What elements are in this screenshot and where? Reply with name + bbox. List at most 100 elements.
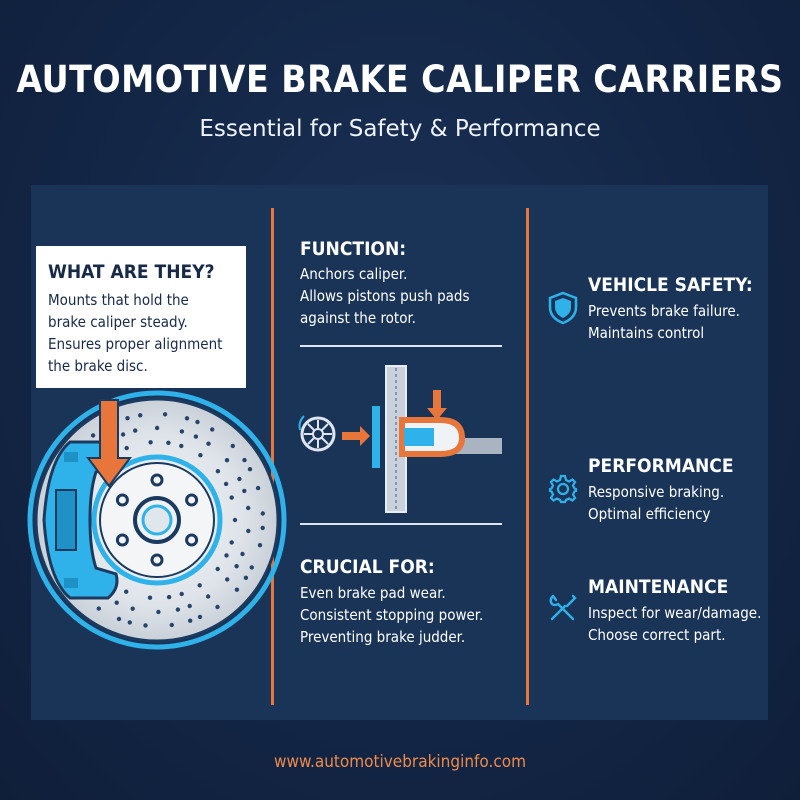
what-are-they-card: WHAT ARE THEY? Mounts that hold the brak… xyxy=(36,246,246,388)
section-divider-bottom xyxy=(300,523,502,525)
disc-drill-hole xyxy=(138,413,143,418)
what-are-they-line: Ensures proper alignment xyxy=(48,335,223,353)
what-are-they-line: brake caliper steady. xyxy=(48,313,188,331)
disc-drill-hole xyxy=(175,607,181,612)
disc-drill-hole xyxy=(179,443,184,449)
vehicle-safety-title: VEHICLE SAFETY: xyxy=(588,274,753,296)
performance-line: Optimal efficiency xyxy=(588,505,711,523)
disc-drill-hole xyxy=(197,614,203,620)
disc-lug-hole xyxy=(185,533,199,547)
disc-drill-hole xyxy=(162,412,168,417)
disc-lug-hole xyxy=(115,533,129,547)
disc-drill-hole xyxy=(230,443,235,449)
disc-drill-hole xyxy=(224,458,230,463)
disc-drill-hole xyxy=(260,511,265,516)
column-divider-left xyxy=(271,208,274,705)
disc-drill-hole xyxy=(116,616,122,622)
disc-drill-hole xyxy=(242,488,247,494)
brake-disc-illustration xyxy=(27,390,287,650)
disc-lug-hole xyxy=(185,493,199,507)
disc-drill-hole xyxy=(90,433,96,438)
function-line: against the rotor. xyxy=(300,309,416,327)
disc-drill-hole xyxy=(143,623,148,628)
disc-drill-hole xyxy=(229,540,234,545)
disc-drill-hole xyxy=(240,551,245,557)
what-are-they-line: Mounts that hold the xyxy=(48,291,189,309)
carrier-pointer-arrow xyxy=(86,399,132,488)
function-line: Allows pistons push pads xyxy=(300,287,470,305)
disc-drill-hole xyxy=(148,440,153,445)
vehicle-safety-line: Prevents brake failure. xyxy=(588,302,740,320)
performance-line: Responsive braking. xyxy=(588,483,725,501)
disc-drill-hole xyxy=(206,441,211,446)
disc-drill-hole xyxy=(187,603,192,609)
disc-drill-hole xyxy=(169,622,174,628)
crucial-for-line: Preventing brake judder. xyxy=(300,628,466,646)
function-line: Anchors caliper. xyxy=(300,265,408,283)
caliper-mechanism-diagram xyxy=(298,365,502,513)
disc-drill-hole xyxy=(234,564,239,569)
disc-drill-hole xyxy=(215,469,221,474)
section-divider-top xyxy=(300,345,502,347)
maintenance-line: Inspect for wear/damage. xyxy=(588,604,762,622)
disc-drill-hole xyxy=(224,553,229,558)
disc-drill-hole xyxy=(184,416,190,421)
disc-drill-hole xyxy=(179,429,185,434)
disc-drill-hole xyxy=(234,587,240,592)
disc-drill-hole xyxy=(198,453,203,458)
performance-title: PERFORMANCE xyxy=(588,455,734,477)
disc-drill-hole xyxy=(257,543,263,548)
disc-drill-hole xyxy=(205,594,211,599)
page-subtitle: Essential for Safety & Performance xyxy=(199,116,601,142)
crucial-for-line: Consistent stopping power. xyxy=(300,606,484,624)
wrench-screwdriver-icon xyxy=(549,594,577,621)
force-arrow-right xyxy=(342,426,370,446)
disc-drill-hole xyxy=(124,445,129,451)
gear-icon xyxy=(548,474,578,504)
disc-drill-hole xyxy=(147,595,153,600)
disc-drill-hole xyxy=(260,525,265,531)
disc-drill-hole xyxy=(210,427,215,432)
disc-drill-hole xyxy=(197,583,202,588)
vehicle-safety-line: Maintains control xyxy=(588,324,705,342)
function-title: FUNCTION: xyxy=(300,238,407,260)
maintenance-line: Choose correct part. xyxy=(588,626,726,644)
what-are-they-title: WHAT ARE THEY? xyxy=(48,261,215,283)
disc-drill-hole xyxy=(232,517,238,523)
disc-lug-hole xyxy=(115,493,129,507)
disc-outer-ring xyxy=(27,390,287,650)
disc-drill-hole xyxy=(246,505,251,511)
footer-url[interactable]: www.automotivebrakinginfo.com xyxy=(274,752,526,772)
disc-drill-hole xyxy=(237,476,242,482)
disc-lug-hole xyxy=(150,473,164,487)
disc-drill-hole xyxy=(229,495,234,500)
disc-drill-hole xyxy=(247,467,253,472)
crucial-for-title: CRUCIAL FOR: xyxy=(300,556,435,578)
disc-drill-hole xyxy=(154,425,160,431)
disc-drill-hole xyxy=(193,434,199,439)
disc-drill-hole xyxy=(127,620,132,625)
disc-drill-hole xyxy=(96,606,102,611)
disc-drill-hole xyxy=(215,566,220,572)
disc-drill-hole xyxy=(133,428,138,433)
brake-pad xyxy=(372,406,380,468)
disc-drill-hole xyxy=(215,604,220,610)
disc-drill-hole xyxy=(130,606,135,611)
disc-drill-hole xyxy=(114,600,119,605)
shield-icon xyxy=(548,291,578,325)
disc-drill-hole xyxy=(125,416,130,421)
disc-lug-hole xyxy=(150,553,164,567)
disc-drill-hole xyxy=(179,591,184,597)
crucial-for-line: Even brake pad wear. xyxy=(300,584,446,602)
disc-drill-hole xyxy=(166,440,171,445)
disc-drill-hole xyxy=(124,589,129,594)
what-are-they-line: the brake disc. xyxy=(48,357,148,375)
disc-drill-hole xyxy=(120,432,126,437)
disc-drill-hole xyxy=(156,609,161,615)
page-title: AUTOMOTIVE BRAKE CALIPER CARRIERS xyxy=(16,58,784,101)
disc-drill-hole xyxy=(225,577,230,582)
wheel-icon xyxy=(298,415,336,452)
disc-drill-hole xyxy=(255,485,261,491)
maintenance-title: MAINTENANCE xyxy=(588,576,729,598)
force-arrow-down xyxy=(427,390,447,420)
